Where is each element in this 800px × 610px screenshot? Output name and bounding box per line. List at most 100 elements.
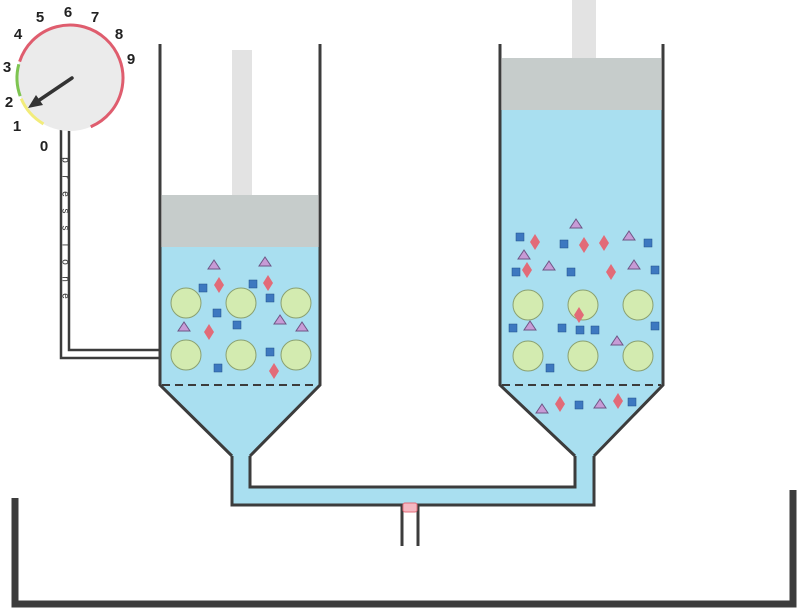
triangle-particle: [517, 249, 531, 260]
gauge-tick-label: 8: [115, 26, 123, 43]
diamond-particle: [204, 324, 214, 340]
square-particle: [643, 238, 653, 248]
square-particle: [265, 293, 275, 303]
gauge-tick-label: 3: [3, 59, 11, 76]
resin-bead: [622, 289, 654, 321]
collection-tray: [11, 490, 797, 608]
diamond-particle: [574, 307, 584, 323]
triangle-particle: [610, 335, 624, 346]
right-column: [498, 0, 665, 458]
gauge-tick-label: 2: [5, 94, 13, 111]
square-particle: [590, 325, 600, 335]
right-piston-rod: [572, 0, 596, 58]
pressure-line: [59, 130, 160, 360]
pressure-label-char: p: [59, 157, 70, 163]
diamond-particle: [263, 275, 273, 291]
valve: [402, 502, 418, 513]
square-particle: [232, 320, 242, 330]
pressure-label-char: n: [59, 276, 70, 282]
channel-liquid: [232, 456, 594, 505]
left-piston-rod: [232, 50, 252, 195]
left-column: [158, 44, 322, 458]
triangle-particle: [273, 314, 287, 325]
resin-bead: [170, 287, 202, 319]
square-particle: [575, 325, 585, 335]
square-particle: [566, 267, 576, 277]
diamond-particle: [214, 277, 224, 293]
triangle-particle: [569, 218, 583, 229]
diamond-particle: [522, 262, 532, 278]
left-piston: [162, 195, 318, 247]
right-piston: [502, 58, 661, 110]
diamond-particle: [530, 234, 540, 250]
pressure-label-char: s: [59, 226, 70, 231]
resin-bead: [567, 289, 599, 321]
gauge-tick-label: 6: [64, 4, 72, 21]
square-particle: [198, 283, 208, 293]
triangle-particle: [207, 259, 221, 270]
gauge-tick-label: 1: [13, 118, 21, 135]
drain-tube: [400, 502, 420, 546]
diamond-particle: [613, 393, 623, 409]
diamond-particle: [606, 264, 616, 280]
triangle-particle: [542, 260, 556, 271]
square-particle: [265, 347, 275, 357]
right-column-liquid: [500, 110, 663, 456]
gauge-tick-label: 4: [14, 26, 23, 43]
triangle-particle: [258, 256, 272, 267]
gauge-tick-label: 7: [91, 9, 99, 26]
square-particle: [627, 397, 637, 407]
resin-bead: [280, 287, 312, 319]
gauge-arc-yellow: [19, 98, 45, 126]
pressure-gauge: 0 12 345 6 789: [3, 4, 135, 155]
diamond-particle: [555, 396, 565, 412]
square-particle: [212, 308, 222, 318]
gauge-tick-label: 0: [40, 138, 48, 155]
resin-bead: [567, 340, 599, 372]
triangle-particle: [622, 230, 636, 241]
left-column-beads: [170, 287, 312, 371]
resin-bead: [225, 339, 257, 371]
triangle-particle: [523, 320, 537, 331]
needle-shaft: [33, 76, 74, 105]
left-column-particles: [177, 256, 309, 379]
diamond-particle: [579, 237, 589, 253]
connecting-channel: [230, 456, 596, 507]
right-column-particles: [508, 218, 660, 414]
square-particle: [650, 265, 660, 275]
resin-bead: [512, 289, 544, 321]
right-column-beads: [512, 289, 654, 372]
square-particle: [213, 363, 223, 373]
resin-bead: [170, 339, 202, 371]
gauge-tick-labels: 0 12 345 6 789: [3, 4, 135, 155]
pressure-label: p r e s s i o n e: [59, 157, 70, 299]
gauge-arc-red: [18, 23, 125, 129]
triangle-particle: [177, 321, 191, 332]
resin-bead: [280, 339, 312, 371]
triangle-particle: [535, 403, 549, 414]
resin-bead: [225, 287, 257, 319]
gauge-tick-label: 9: [127, 51, 135, 68]
square-particle: [515, 232, 525, 242]
pressure-label-char: i: [59, 244, 70, 246]
triangle-particle: [627, 259, 641, 270]
pressure-label-char: s: [59, 209, 70, 214]
pressure-label-char: o: [59, 259, 70, 265]
pressure-label-char: r: [59, 175, 70, 179]
square-particle: [574, 400, 584, 410]
square-particle: [508, 323, 518, 333]
triangle-particle: [593, 398, 607, 409]
gauge-arc-green: [15, 63, 22, 97]
resin-bead: [512, 340, 544, 372]
square-particle: [511, 267, 521, 277]
square-particle: [559, 239, 569, 249]
square-particle: [557, 323, 567, 333]
square-particle: [545, 363, 555, 373]
pressure-label-char: e: [59, 191, 70, 197]
gauge-tick-label: 5: [36, 9, 44, 26]
diamond-particle: [269, 363, 279, 379]
needle-arrowhead: [28, 95, 43, 108]
gauge-needle: [28, 76, 74, 108]
pressure-label-char: e: [59, 293, 70, 299]
resin-bead: [622, 340, 654, 372]
